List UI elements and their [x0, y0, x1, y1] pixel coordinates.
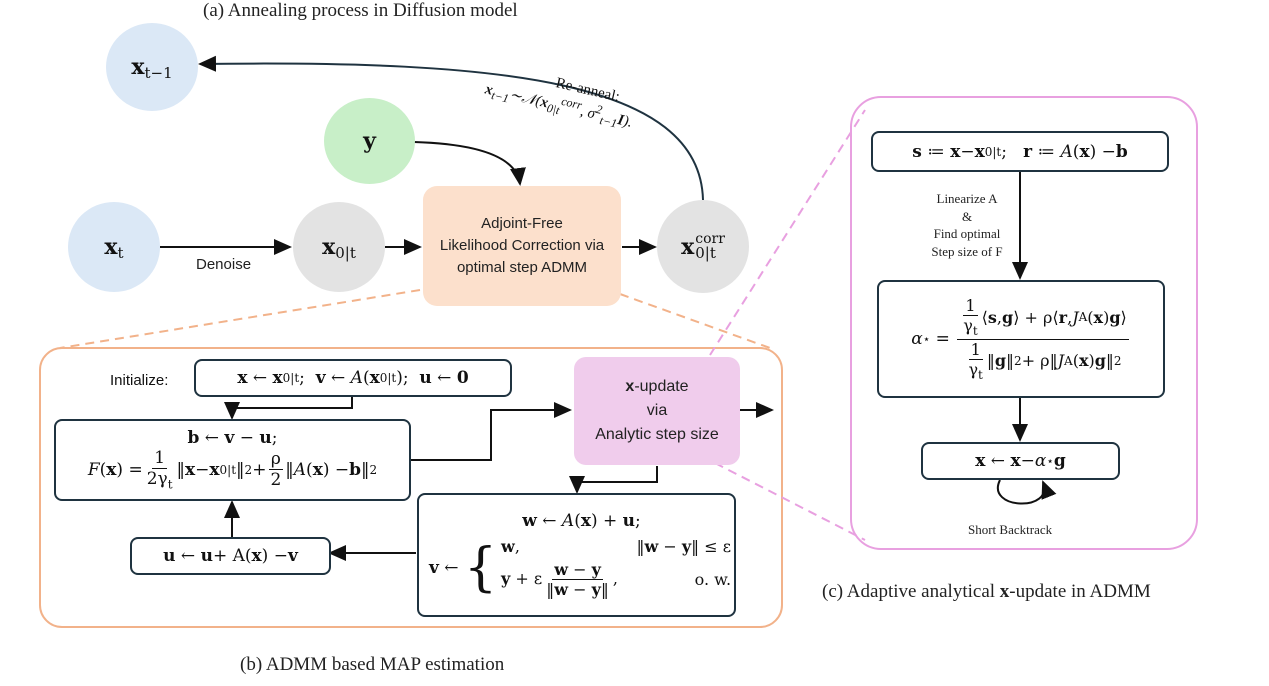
zoom-line-c-top — [709, 109, 866, 356]
panel-c-border — [850, 96, 1198, 550]
arrow-xupdate-to-w — [569, 466, 658, 494]
u-update-box: u ← u + A(x) − v — [130, 537, 331, 575]
short-backtrack-label: Short Backtrack — [968, 522, 1053, 537]
arrow-F-to-xupdate — [410, 402, 572, 461]
xupdate-box: x-update via Analytic step size — [574, 357, 740, 465]
zoom-line-b-left — [59, 289, 421, 349]
arrow-init-to-F — [224, 397, 353, 420]
label-denoise: Denoise — [196, 256, 252, 273]
node-y: y — [324, 98, 415, 184]
zoom-line-c-bottom — [714, 462, 866, 541]
arrow-y-to-correction — [413, 141, 526, 186]
zoom-line-b-right — [619, 293, 771, 349]
arrow-backtrack-loop — [996, 479, 1057, 505]
correction-box: Adjoint-Free Likelihood Correction via o… — [423, 186, 621, 306]
panel-b-border — [39, 347, 783, 628]
caption-c: (c) Adaptive analytical x-update in ADMM — [822, 581, 1151, 602]
x-descent-box: x ← x − α⋆g — [921, 442, 1120, 480]
linearize-label: Linearize A & Find optimal Step size of … — [931, 191, 1003, 259]
arrow-reanneal — [198, 55, 704, 201]
label-initialize: Initialize: — [110, 372, 169, 389]
node-x-0-given-t-corr: x corr 0|t — [657, 200, 749, 293]
caption-b: (b) ADMM based MAP estimation — [240, 654, 505, 675]
caption-a: (a) Annealing process in Diffusion model — [203, 0, 518, 21]
